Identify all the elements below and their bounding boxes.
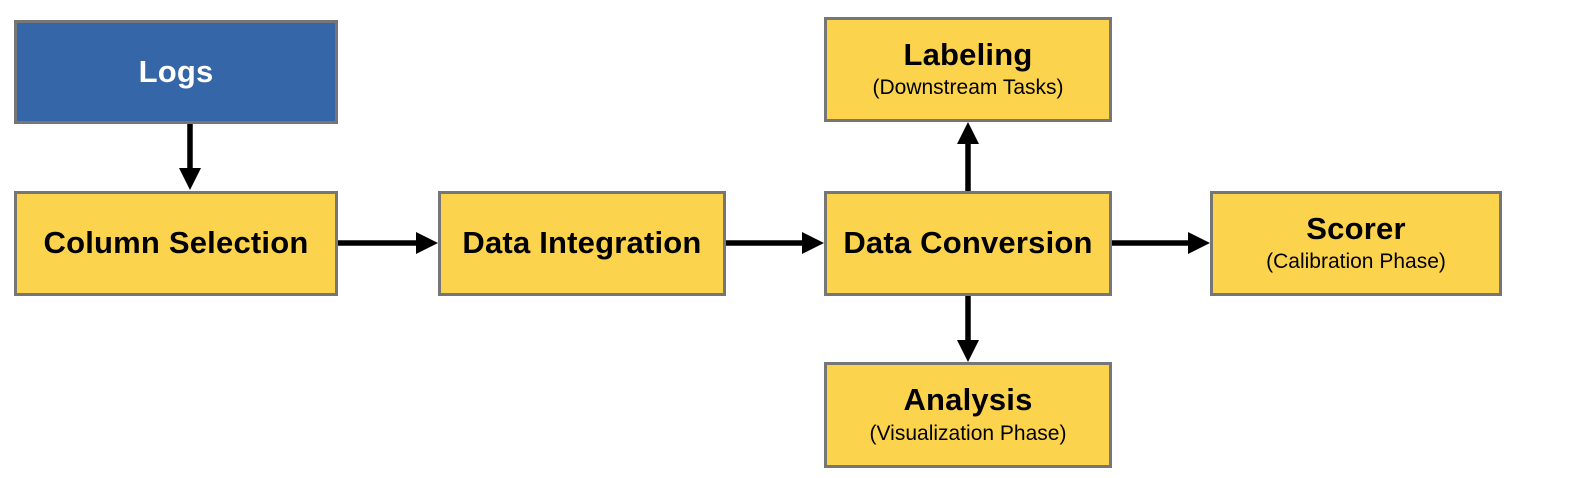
arrow-data-conversion-to-scorer bbox=[1112, 232, 1210, 254]
node-analysis-sublabel: (Visualization Phase) bbox=[869, 421, 1067, 445]
node-scorer-sublabel: (Calibration Phase) bbox=[1266, 250, 1446, 274]
node-labeling: Labeling (Downstream Tasks) bbox=[824, 17, 1112, 122]
node-column-selection-label: Column Selection bbox=[43, 225, 309, 261]
arrow-logs-to-column-selection bbox=[179, 124, 201, 190]
node-labeling-label: Labeling bbox=[903, 36, 1033, 72]
node-logs-label: Logs bbox=[138, 53, 214, 89]
node-data-integration-label: Data Integration bbox=[462, 225, 702, 261]
node-logs: Logs bbox=[14, 20, 338, 124]
arrow-data-integration-to-data-conversion bbox=[726, 232, 824, 254]
node-analysis-label: Analysis bbox=[903, 382, 1033, 418]
node-scorer: Scorer (Calibration Phase) bbox=[1210, 191, 1502, 296]
arrow-data-conversion-to-labeling bbox=[957, 122, 979, 191]
node-analysis: Analysis (Visualization Phase) bbox=[824, 362, 1112, 468]
arrow-data-conversion-to-analysis bbox=[957, 296, 979, 362]
node-data-integration: Data Integration bbox=[438, 191, 726, 296]
node-column-selection: Column Selection bbox=[14, 191, 338, 296]
node-data-conversion: Data Conversion bbox=[824, 191, 1112, 296]
node-scorer-label: Scorer bbox=[1306, 210, 1406, 246]
arrow-column-selection-to-data-integration bbox=[338, 232, 438, 254]
node-labeling-sublabel: (Downstream Tasks) bbox=[872, 76, 1064, 100]
node-data-conversion-label: Data Conversion bbox=[843, 225, 1093, 261]
